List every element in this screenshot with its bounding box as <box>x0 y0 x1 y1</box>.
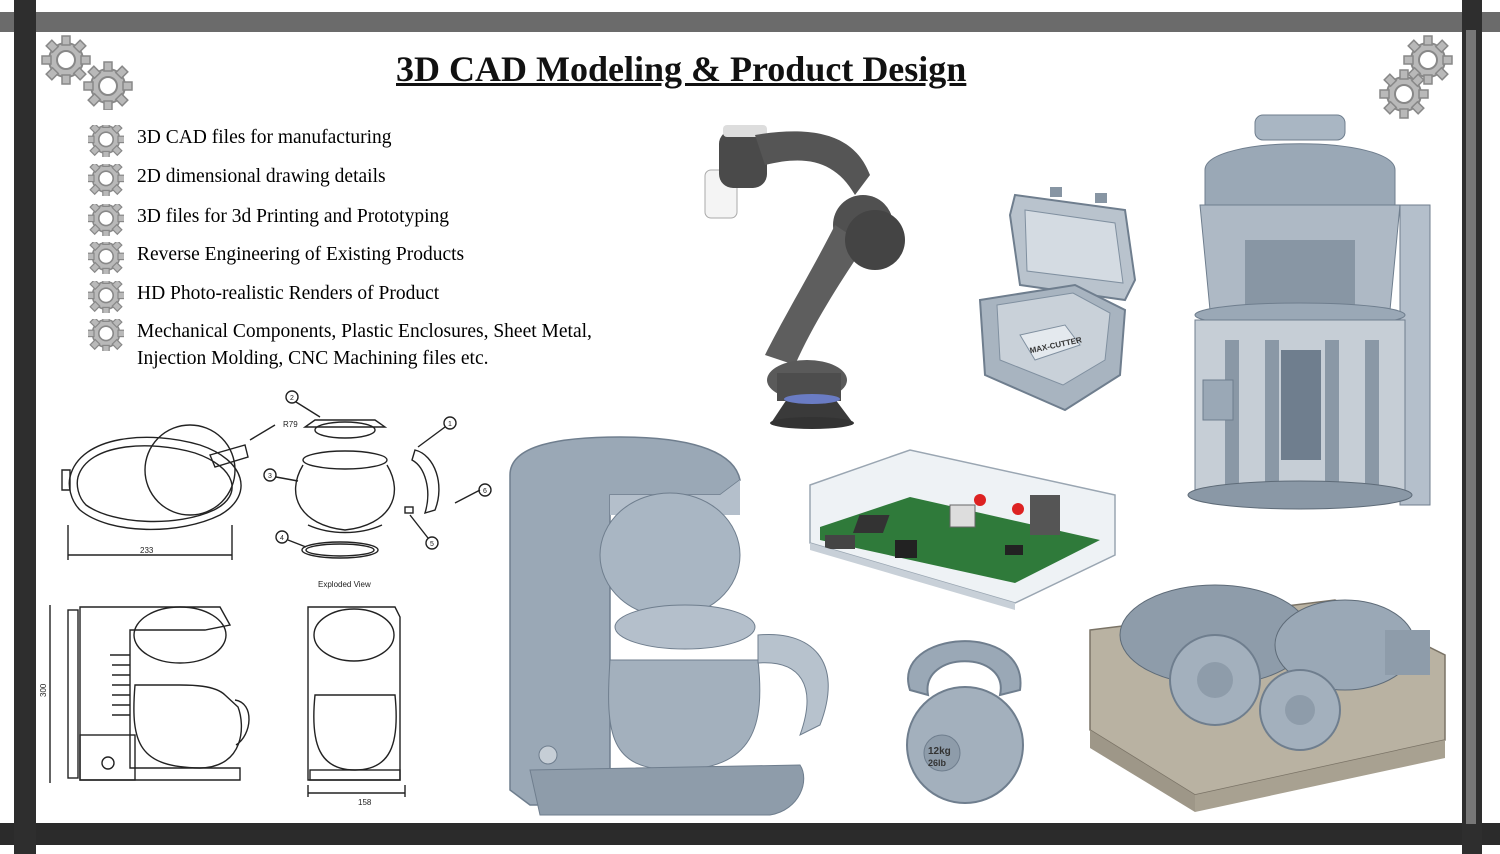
frame-bottom-bar <box>0 823 1500 845</box>
dim-r79-label: R79 <box>283 420 298 429</box>
frame-right-inner-bar <box>1466 30 1476 824</box>
balloon-label: 5 <box>430 541 434 548</box>
feature-item: Reverse Engineering of Existing Products <box>88 242 728 274</box>
gear-bullet-icon <box>88 125 124 157</box>
robot-arm-model <box>704 125 905 429</box>
gear-bullet-icon <box>88 319 124 351</box>
gear-bullet-icon <box>88 242 124 274</box>
balloon-label: 1 <box>448 421 452 428</box>
dim-233-label: 233 <box>140 546 154 555</box>
pcb-enclosure-model <box>809 449 1116 610</box>
kettlebell-model: 12kg 26lb <box>906 640 1024 804</box>
feature-text: 2D dimensional drawing details <box>137 166 386 187</box>
gearbox-model <box>1089 584 1446 812</box>
balloon-label: 2 <box>290 395 294 402</box>
hinged-enclosure-model: MAX-CUTTER <box>978 187 1137 412</box>
feature-item: 3D CAD files for manufacturing <box>88 125 728 157</box>
gear-bullet-icon <box>88 281 124 313</box>
frame-left-bar <box>14 0 36 854</box>
feature-item: HD Photo-realistic Renders of Product <box>88 281 728 313</box>
balloon-label: 3 <box>268 473 272 480</box>
feature-text: 3D files for 3d Printing and Prototyping <box>137 206 449 227</box>
feature-item: 3D files for 3d Printing and Prototyping <box>88 204 728 236</box>
kettlebell-weight-kg: 12kg <box>928 746 951 757</box>
feature-item: 2D dimensional drawing details <box>88 164 728 196</box>
gear-bullet-icon <box>88 204 124 236</box>
corner-gears-right-icon <box>1379 35 1453 119</box>
balloon-label: 4 <box>280 535 284 542</box>
dim-300-label: 300 <box>40 683 48 697</box>
frame-top-bar <box>0 12 1500 32</box>
gear-bullet-icon <box>88 164 124 196</box>
vertical-machine-model <box>1187 114 1431 510</box>
feature-text: 3D CAD files for manufacturing <box>137 127 392 148</box>
coffee-maker-model <box>509 436 829 816</box>
dim-158-label: 158 <box>358 798 372 807</box>
balloon-label: 6 <box>483 488 487 495</box>
feature-text-continued: Injection Molding, CNC Machining files e… <box>137 348 489 369</box>
feature-text: HD Photo-realistic Renders of Product <box>137 283 440 304</box>
feature-item: Mechanical Components, Plastic Enclosure… <box>88 319 728 379</box>
corner-gears-left-icon <box>41 35 133 110</box>
feature-text: Mechanical Components, Plastic Enclosure… <box>137 321 592 342</box>
page-title: 3D CAD Modeling & Product Design <box>396 49 967 89</box>
kettlebell-weight-lb: 26lb <box>928 758 947 768</box>
technical-drawings: R79 233 Exploded View 300 158 2 1 3 6 5 … <box>40 390 492 807</box>
feature-text: Reverse Engineering of Existing Products <box>137 244 465 265</box>
exploded-view-caption: Exploded View <box>318 580 371 589</box>
